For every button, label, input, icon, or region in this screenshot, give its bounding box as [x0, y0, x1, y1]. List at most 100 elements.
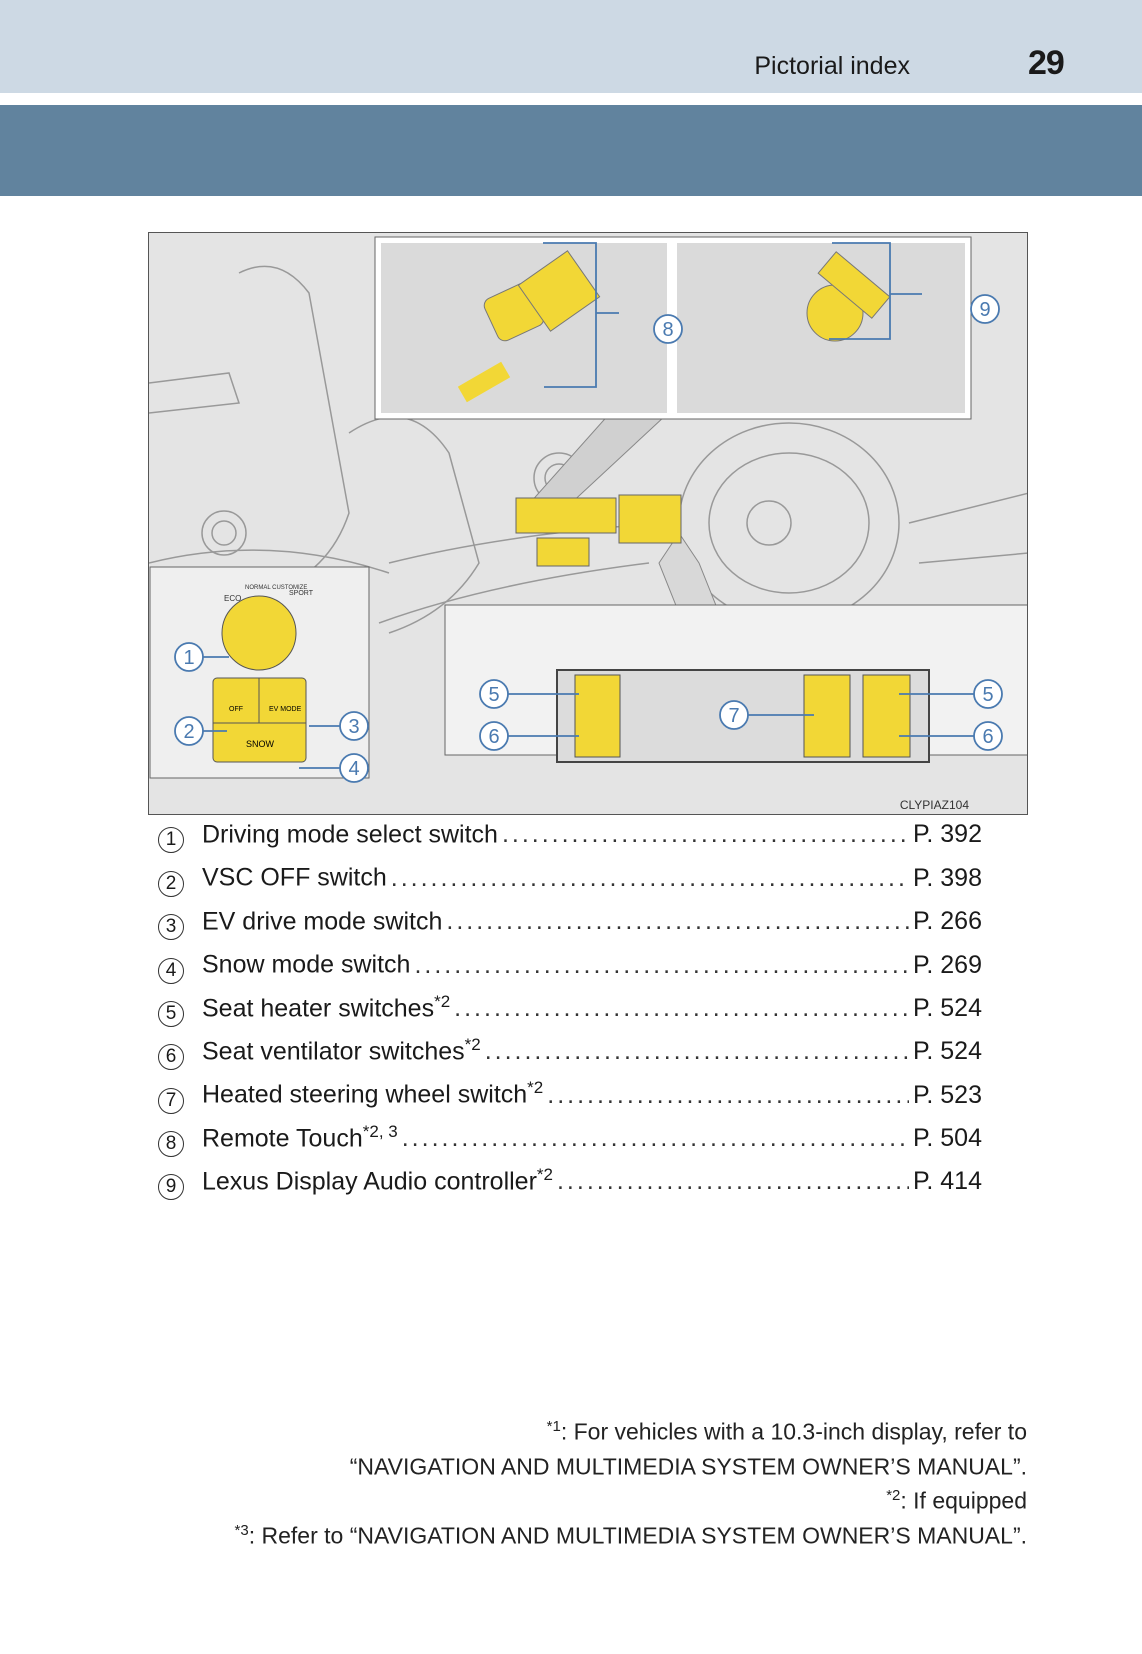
item-label: Heated steering wheel switch*2 [202, 1078, 543, 1109]
item-label: Snow mode switch [202, 948, 410, 979]
remote-touch-location [515, 497, 617, 534]
normal-label: NORMAL CUSTOMIZE [245, 585, 307, 591]
item-footnote-mark: *2 [464, 1034, 481, 1054]
item-label-text: EV drive mode switch [202, 907, 443, 936]
item-label: Driving mode select switch [202, 818, 498, 849]
seat-heater-ventilator-right [862, 674, 911, 758]
drive-mode-knob [221, 595, 297, 671]
callout-circle [970, 294, 1000, 324]
callout-number: 5 [982, 684, 993, 706]
page-reference-link[interactable]: P. 266 [912, 907, 982, 936]
callout-circle [653, 314, 683, 344]
header-band [0, 0, 1142, 93]
item-number: 2 [158, 870, 184, 897]
callout-circle [174, 642, 204, 672]
footnote: *3: Refer to “NAVIGATION AND MULTIMEDIA … [235, 1516, 1027, 1551]
item-label: Lexus Display Audio controller*2 [202, 1165, 553, 1196]
item-label-text: Seat ventilator switches [202, 1037, 465, 1066]
callout-number: 7 [728, 705, 739, 727]
item-footnote-mark: *2 [434, 991, 451, 1011]
heated-steering-switch [803, 674, 851, 758]
footnote-text: : If equipped [900, 1487, 1027, 1514]
snow-label: SNOW [246, 739, 275, 749]
page-reference-link[interactable]: P. 523 [912, 1080, 982, 1109]
footnote-text: : For vehicles with a 10.3-inch display,… [560, 1418, 1027, 1445]
item-footnote-mark: *2, 3 [362, 1121, 398, 1141]
leader-dots [485, 1037, 909, 1066]
item-label-text: Seat heater switches [202, 993, 435, 1022]
leader-dots [414, 951, 909, 980]
seat-heater-ventilator-left [574, 674, 621, 758]
console-switches-location [618, 494, 682, 544]
footnote-mark: *1 [546, 1418, 561, 1435]
audio-controller-buttons [817, 251, 891, 319]
footnote: *1: For vehicles with a 10.3-inch displa… [235, 1412, 1027, 1447]
item-label: VSC OFF switch [202, 861, 387, 892]
remote-touch-buttons [517, 250, 601, 332]
ev-mode-label: EV MODE [269, 706, 302, 713]
item-number: 3 [158, 914, 184, 941]
item-label-text: Lexus Display Audio controller [202, 1167, 537, 1196]
item-label-text: Heated steering wheel switch [202, 1080, 528, 1109]
vsc-off-label: OFF [229, 706, 243, 713]
item-label-text: Snow mode switch [202, 950, 411, 979]
callout-circle [719, 700, 749, 730]
leader-lines [203, 656, 974, 769]
item-label-text: VSC OFF switch [202, 863, 387, 892]
page-reference-link[interactable]: P. 504 [912, 1124, 982, 1153]
callout-circle [339, 753, 369, 783]
page-reference-link[interactable]: P. 524 [912, 1037, 982, 1066]
leader-dots [557, 1167, 909, 1196]
header-accent-band [0, 105, 1142, 196]
item-number: 7 [158, 1087, 184, 1114]
item-label: EV drive mode switch [202, 905, 442, 936]
list-item: 5 Seat heater switches*2 P. 524 [158, 992, 982, 1035]
page-reference-link[interactable]: P. 392 [912, 820, 982, 849]
leader-dots [502, 820, 909, 849]
callout-circle [973, 721, 1003, 751]
leader-dots [547, 1081, 909, 1110]
list-item: 7 Heated steering wheel switch*2 P. 523 [158, 1078, 982, 1121]
callout-number: 6 [488, 726, 499, 748]
sport-label: SPORT [289, 590, 314, 597]
item-number: 6 [158, 1044, 184, 1071]
callout-number: 8 [662, 319, 673, 341]
figure-caption: CLYPIAZ104 [900, 798, 969, 812]
section-title: Pictorial index [754, 52, 910, 80]
callout-number: 9 [979, 299, 990, 321]
illustration-svg: ECO NORMAL CUSTOMIZE SPORT OFF EV MODE S… [149, 236, 1027, 812]
footnote-mark: *2 [886, 1487, 901, 1505]
callout-number: 5 [488, 684, 499, 706]
page-reference-link[interactable]: P. 398 [912, 863, 982, 892]
leader-dots [454, 994, 909, 1023]
list-item: 2 VSC OFF switch P. 398 [158, 861, 982, 904]
remote-touch-switch [457, 361, 511, 403]
footnote-text: “NAVIGATION AND MULTIMEDIA SYSTEM OWNER’… [349, 1453, 1027, 1480]
item-label-text: Driving mode select switch [202, 820, 498, 849]
footnote-text: : Refer to “NAVIGATION AND MULTIMEDIA SY… [248, 1522, 1027, 1549]
page-reference-link[interactable]: P. 414 [912, 1167, 982, 1196]
footnote: “NAVIGATION AND MULTIMEDIA SYSTEM OWNER’… [235, 1447, 1027, 1482]
footnote: *2: If equipped [235, 1481, 1027, 1516]
callout-circle [973, 679, 1003, 709]
footnotes: *1: For vehicles with a 10.3-inch displa… [235, 1412, 1027, 1551]
leader-dots [391, 864, 909, 893]
item-footnote-mark: *2 [536, 1165, 553, 1185]
callout-circle [479, 721, 509, 751]
item-label: Seat ventilator switches*2 [202, 1035, 481, 1066]
interior-illustration: ECO NORMAL CUSTOMIZE SPORT OFF EV MODE S… [148, 232, 1028, 815]
leader-line [543, 242, 619, 388]
callout-number: 2 [183, 721, 194, 743]
item-footnote-mark: *2 [527, 1078, 544, 1098]
drive-mode-location [536, 537, 590, 567]
item-label: Seat heater switches*2 [202, 992, 450, 1023]
item-number: 5 [158, 1000, 184, 1027]
page-reference-link[interactable]: P. 524 [912, 993, 982, 1022]
page-reference-link[interactable]: P. 269 [912, 950, 982, 979]
